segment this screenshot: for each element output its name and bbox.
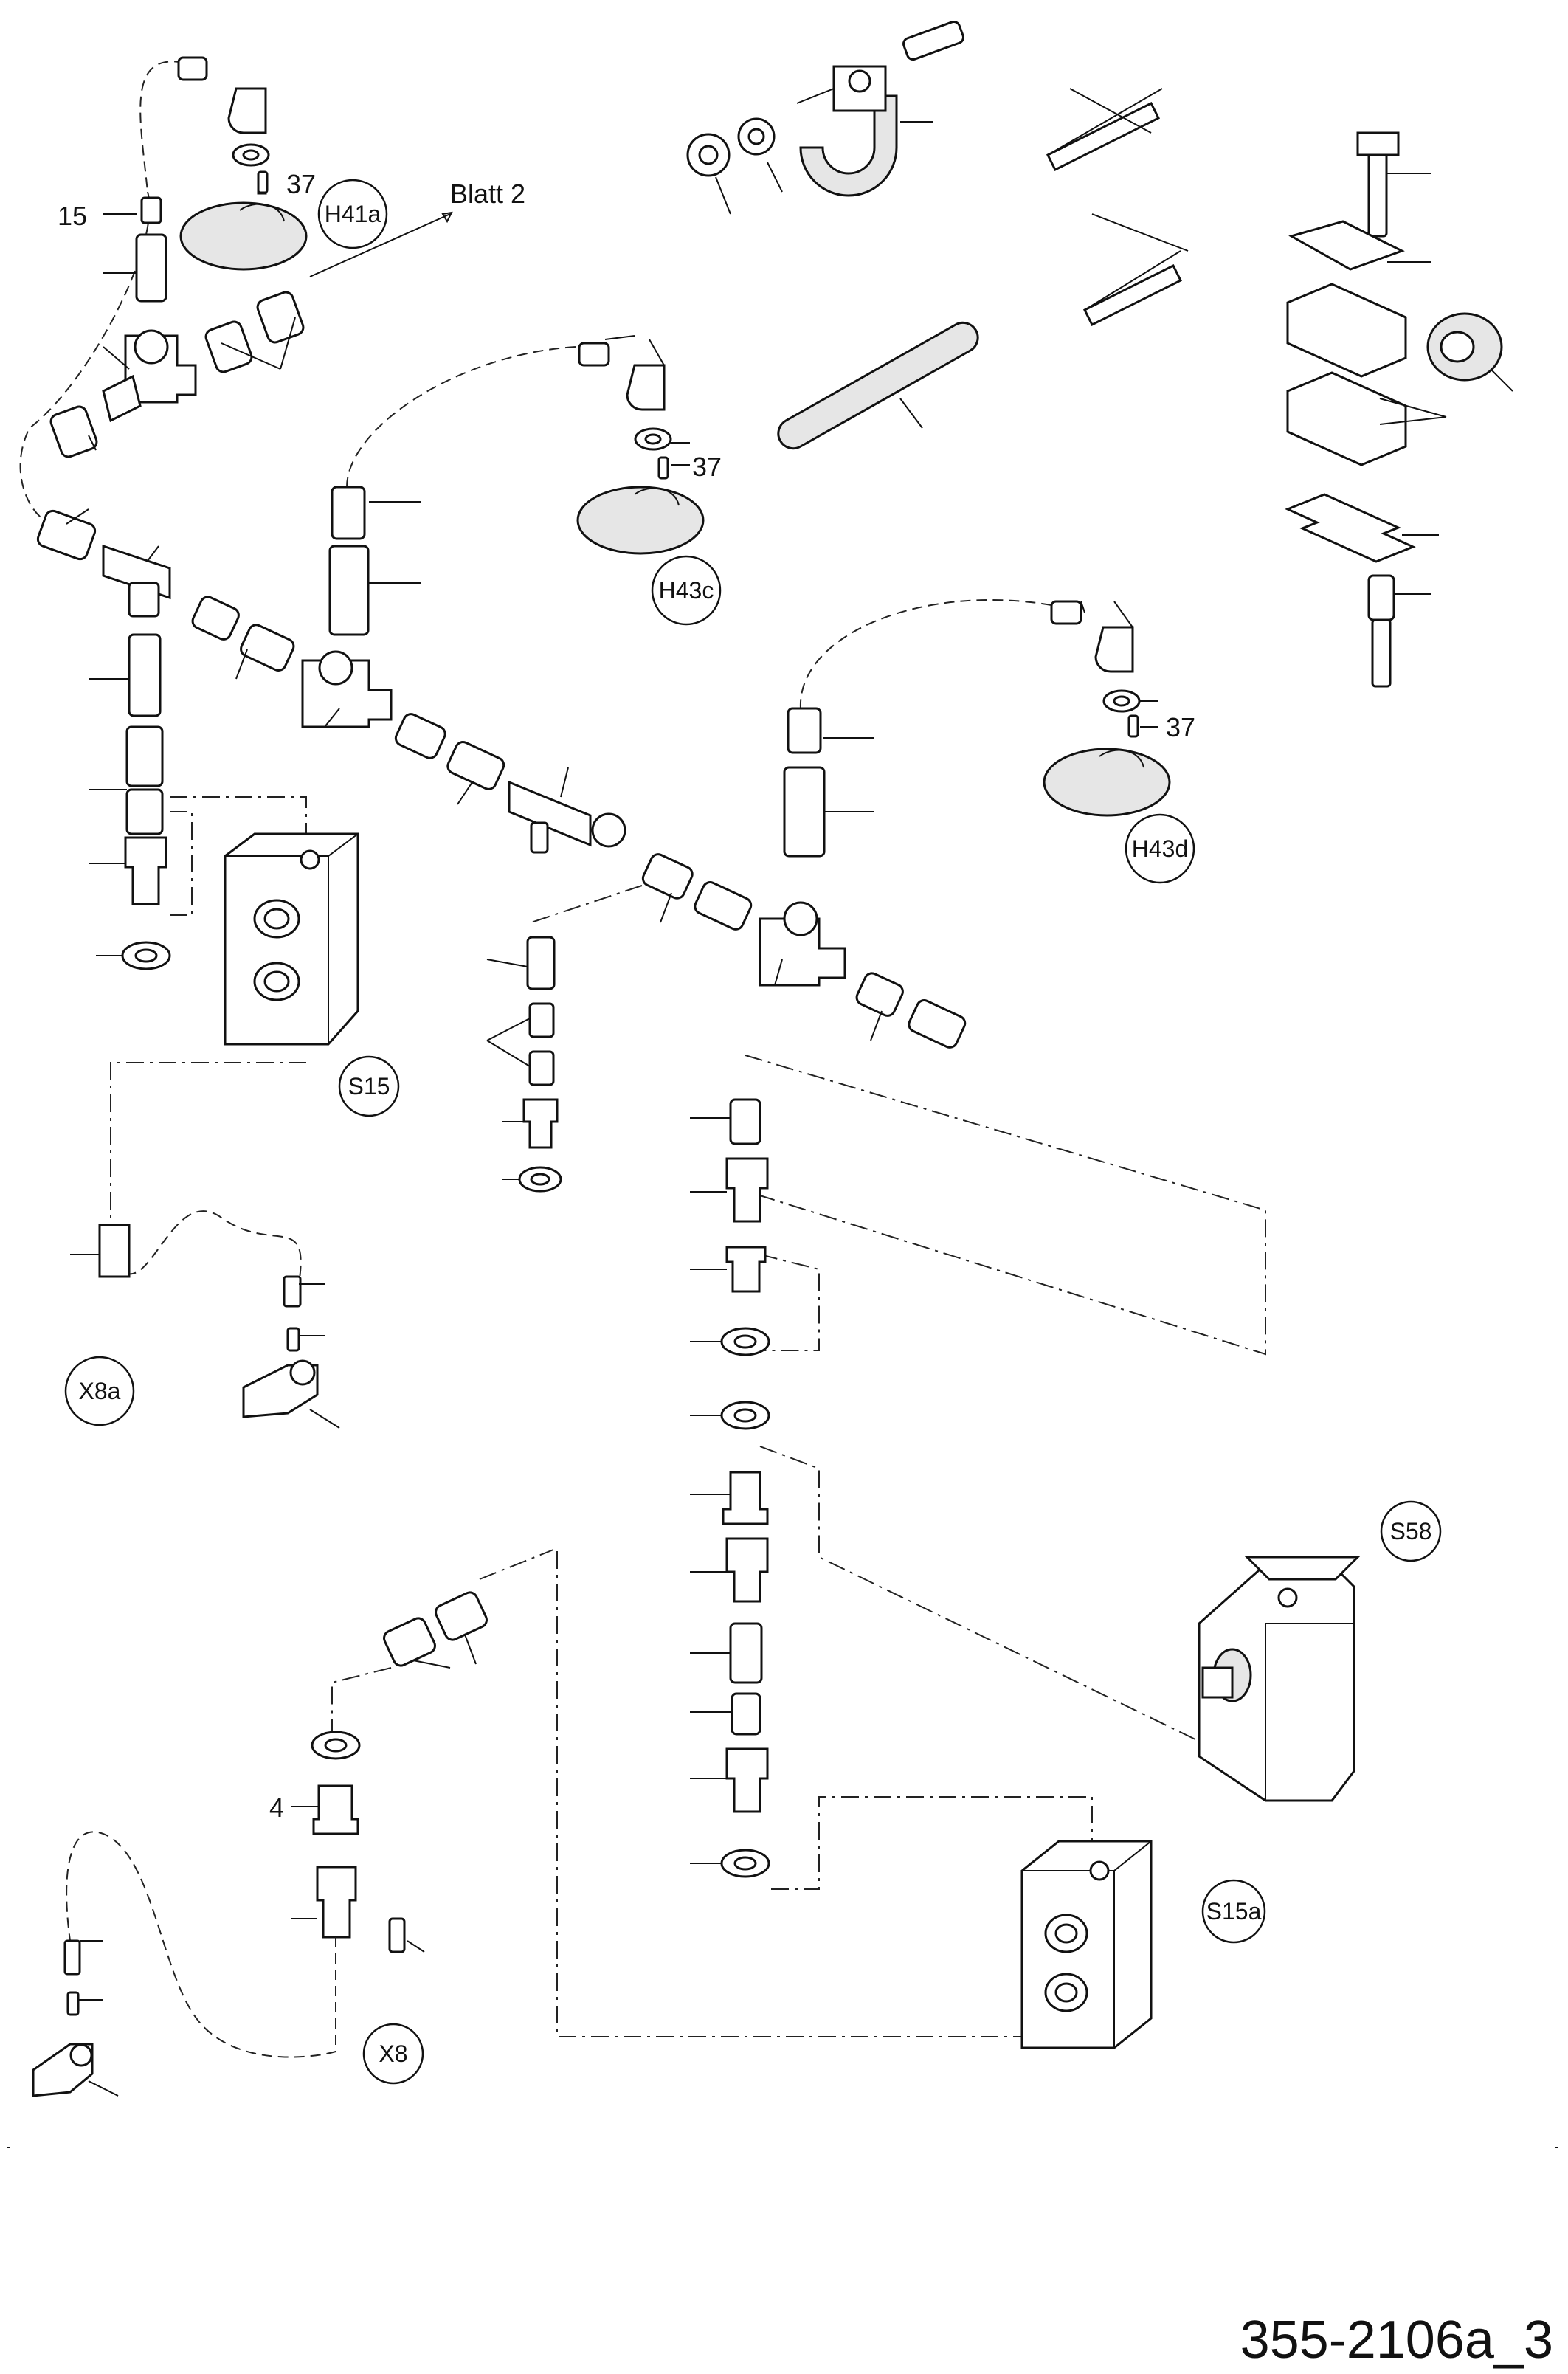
designator-h43c: H43c — [659, 577, 714, 604]
callout-37-h43d: 37 — [1166, 712, 1195, 742]
main-conduit-run — [36, 508, 967, 1049]
svg-text:H41a: H41a — [325, 201, 381, 227]
callout-37-h43c: 37 — [692, 452, 722, 482]
callout-37-h41a: 37 — [286, 169, 316, 199]
assembly-h41a — [19, 56, 453, 525]
drawing-number: 355-2106a_3 — [1240, 2311, 1553, 2370]
assembly-x8: X8 — [32, 1549, 554, 2097]
designator-h41a: H41a — [317, 179, 388, 249]
assembly-h43c: H43c — [328, 335, 722, 636]
callout-4: 4 — [269, 1792, 284, 1823]
center-vertical-stack — [556, 1055, 1292, 2037]
designator-s15a: S15a — [1206, 1898, 1262, 1925]
switch-box-s15a: S15a — [1020, 1840, 1266, 2049]
center-small-stack — [486, 885, 643, 1193]
switch-box-s15: S15 — [224, 832, 400, 1117]
designator-s15: S15 — [348, 1073, 390, 1100]
callout-blatt-2: Blatt 2 — [450, 179, 525, 209]
designator-x8: X8 — [379, 2040, 407, 2067]
assembly-h43d: H43d — [783, 599, 1195, 884]
designator-h43d: H43d — [1132, 835, 1189, 862]
top-right-hardware — [686, 20, 1513, 688]
cable-x8a: X8a — [64, 1062, 340, 1429]
left-vertical-stack — [89, 633, 307, 970]
designator-s58: S58 — [1390, 1518, 1432, 1545]
callout-15: 15 — [58, 201, 87, 231]
designator-x8a: X8a — [79, 1378, 121, 1404]
switch-box-s58: S58 — [1198, 1500, 1442, 1802]
